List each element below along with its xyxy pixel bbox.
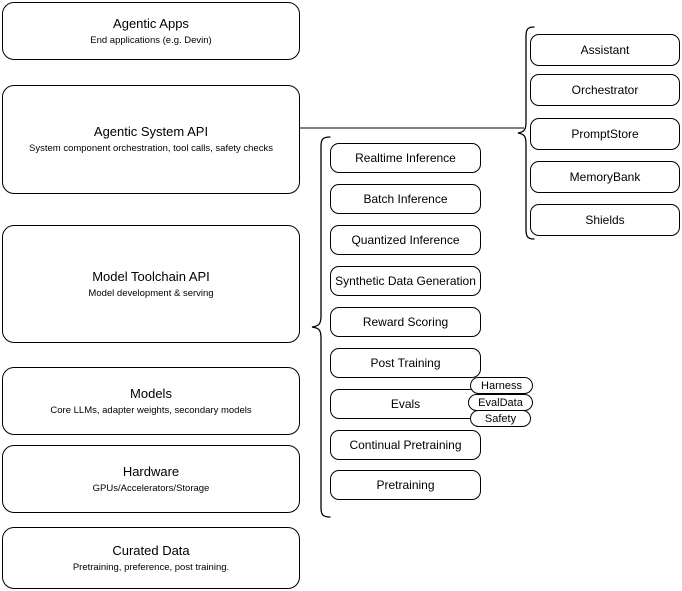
toolchain-brace xyxy=(311,136,331,518)
toolchain-item-label: Quantized Inference xyxy=(351,233,460,247)
layer-models[interactable]: Models Core LLMs, adapter weights, secon… xyxy=(2,367,300,435)
toolchain-item-label: Realtime Inference xyxy=(355,151,456,165)
system-item-orchestrator[interactable]: Orchestrator xyxy=(530,74,680,106)
evals-tag-safety[interactable]: Safety xyxy=(470,410,531,427)
layer-curated-data[interactable]: Curated Data Pretraining, preference, po… xyxy=(2,527,300,589)
layer-title: Curated Data xyxy=(112,542,190,558)
system-item-memorybank[interactable]: MemoryBank xyxy=(530,161,680,193)
toolchain-item-realtime-inference[interactable]: Realtime Inference xyxy=(330,143,481,173)
toolchain-item-label: Continual Pretraining xyxy=(349,438,462,452)
layer-title: Agentic Apps xyxy=(113,15,189,31)
system-item-shields[interactable]: Shields xyxy=(530,204,680,236)
evals-tag-label: Safety xyxy=(484,412,517,425)
layer-title: Agentic System API xyxy=(93,124,209,139)
toolchain-item-reward-scoring[interactable]: Reward Scoring xyxy=(330,307,481,337)
layer-title: Model Toolchain API xyxy=(92,268,210,284)
toolchain-item-synthetic-data-generation[interactable]: Synthetic Data Generation xyxy=(330,266,481,296)
layer-subtitle: GPUs/Accelerators/Storage xyxy=(92,482,210,494)
system-item-promptstore[interactable]: PromptStore xyxy=(530,118,680,150)
layer-hardware[interactable]: Hardware GPUs/Accelerators/Storage xyxy=(2,445,300,513)
evals-tag-harness[interactable]: Harness xyxy=(470,377,533,394)
toolchain-item-label: Synthetic Data Generation xyxy=(335,274,476,288)
evals-tag-evaldata[interactable]: EvalData xyxy=(468,394,533,411)
toolchain-item-label: Evals xyxy=(390,397,421,411)
system-item-label: Orchestrator xyxy=(571,83,639,97)
layer-subtitle: End applications (e.g. Devin) xyxy=(90,34,212,46)
toolchain-item-post-training[interactable]: Post Training xyxy=(330,348,481,378)
layer-agentic-system-api[interactable]: Agentic System API System component orch… xyxy=(2,85,300,194)
toolchain-item-label: Reward Scoring xyxy=(362,315,449,329)
toolchain-item-evals[interactable]: Evals xyxy=(330,389,481,419)
toolchain-item-label: Post Training xyxy=(370,356,441,370)
layer-agentic-apps[interactable]: Agentic Apps End applications (e.g. Devi… xyxy=(2,2,300,60)
layer-title: Models xyxy=(130,385,172,401)
system-item-label: Assistant xyxy=(580,43,630,57)
layer-subtitle: Pretraining, preference, post training. xyxy=(72,561,230,573)
system-item-label: Shields xyxy=(585,213,625,227)
system-item-assistant[interactable]: Assistant xyxy=(530,34,680,66)
layer-title: Hardware xyxy=(122,463,180,479)
system-item-label: PromptStore xyxy=(571,127,639,141)
evals-tag-label: EvalData xyxy=(478,396,523,409)
toolchain-item-continual-pretraining[interactable]: Continual Pretraining xyxy=(330,430,481,460)
toolchain-item-batch-inference[interactable]: Batch Inference xyxy=(330,184,481,214)
system-item-label: MemoryBank xyxy=(569,170,641,184)
layer-model-toolchain-api[interactable]: Model Toolchain API Model development & … xyxy=(2,225,300,343)
layer-subtitle: Model development & serving xyxy=(88,287,214,299)
evals-tag-label: Harness xyxy=(481,379,522,392)
toolchain-item-label: Pretraining xyxy=(376,478,435,492)
system-api-connector-line xyxy=(300,127,524,129)
layer-subtitle: System component orchestration, tool cal… xyxy=(29,143,273,154)
toolchain-item-quantized-inference[interactable]: Quantized Inference xyxy=(330,225,481,255)
toolchain-item-label: Batch Inference xyxy=(363,192,448,206)
layer-subtitle: Core LLMs, adapter weights, secondary mo… xyxy=(50,404,252,416)
system-components-brace xyxy=(517,26,535,240)
toolchain-item-pretraining[interactable]: Pretraining xyxy=(330,470,481,500)
